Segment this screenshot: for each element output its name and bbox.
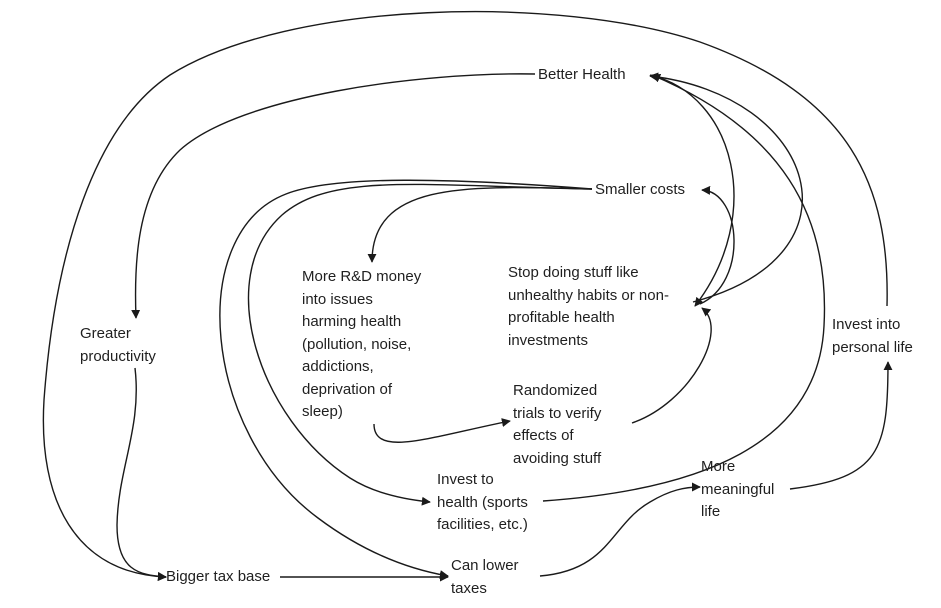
node-text-line: Stop doing stuff like — [508, 264, 639, 281]
node-more-rd-money: More R&D money into issues harming health (… — [302, 266, 421, 424]
node-text-line: trials to verify — [513, 404, 602, 422]
node-stop-doing-stuff: Stop doing stuff like unhealthy habits or… — [508, 262, 669, 352]
node-text-line: More — [701, 458, 736, 475]
node-bigger-tax-base: Bigger tax base — [166, 566, 270, 589]
node-greater-productivity: Greater productivity — [80, 323, 156, 368]
edge-more-meaningful-to-invest-personal — [789, 361, 893, 490]
node-text-line: effects of — [513, 427, 574, 444]
node-text-line: taxes — [451, 579, 487, 597]
node-text-line: productivity — [80, 347, 156, 365]
node-better-health: Better Health — [538, 64, 626, 87]
node-text-line: into issues — [302, 290, 373, 308]
node-text-line: avoiding stuff — [513, 449, 602, 467]
edge-smaller-costs-to-invest-health — [247, 183, 593, 506]
node-text-line: More R&D money — [302, 268, 422, 285]
node-text-line: Invest to — [437, 471, 494, 488]
edge-invest-personal-to-bigger-tax — [42, 10, 888, 582]
node-text-line: Can lower — [451, 557, 519, 574]
edge-smaller-costs-to-lower-taxes — [219, 179, 593, 580]
node-text-line: meaningful — [701, 480, 775, 498]
node-text-line: profitable health — [508, 309, 615, 326]
node-text-line: Smaller costs — [595, 181, 686, 198]
node-invest-to-health: Invest to health (sports facilities, etc.) — [437, 469, 528, 537]
node-text-line: harming health — [302, 313, 402, 330]
edge-lower-taxes-to-more-meaningful — [539, 482, 701, 577]
edge-stop-doing-to-better-health — [649, 72, 804, 303]
edge-invest-health-to-better-health — [542, 74, 826, 502]
edge-stop-doing-to-smaller-costs — [699, 185, 735, 305]
node-text-line: facilities, etc.) — [437, 516, 528, 533]
edge-better-health-to-greater-productivity — [131, 73, 536, 319]
edge-greater-productivity-to-bigger-tax — [116, 367, 167, 581]
node-text-line: investments — [508, 331, 589, 349]
edge-smaller-costs-to-more-rd — [367, 186, 593, 263]
node-can-lower-taxes: Can lower taxes — [451, 555, 519, 600]
node-more-meaningful-life: More meaningful life — [701, 456, 774, 524]
node-text-line: Greater — [80, 325, 131, 342]
edge-randomized-to-stop-doing — [631, 307, 712, 424]
node-text-line: personal life — [832, 338, 913, 356]
node-text-line: Better Health — [538, 66, 626, 83]
node-text-line: addictions, — [302, 358, 374, 375]
edge-more-rd-to-randomized — [373, 418, 511, 443]
node-text-line: Randomized — [513, 382, 598, 399]
node-invest-into-personal-life: Invest into personal life — [832, 314, 913, 359]
node-randomized-trials: Randomized trials to verify effects of avoi… — [513, 380, 601, 470]
node-text-line: deprivation of — [302, 380, 393, 398]
node-smaller-costs: Smaller costs — [595, 179, 685, 202]
node-text-line: life — [701, 503, 721, 520]
node-text-line: unhealthy habits or non- — [508, 286, 669, 304]
node-text-line: (pollution, noise, — [302, 335, 412, 353]
node-text-line: Invest into — [832, 316, 901, 333]
node-text-line: sleep) — [302, 403, 343, 420]
node-text-line: Bigger tax base — [166, 568, 271, 585]
node-text-line: health (sports — [437, 493, 528, 511]
